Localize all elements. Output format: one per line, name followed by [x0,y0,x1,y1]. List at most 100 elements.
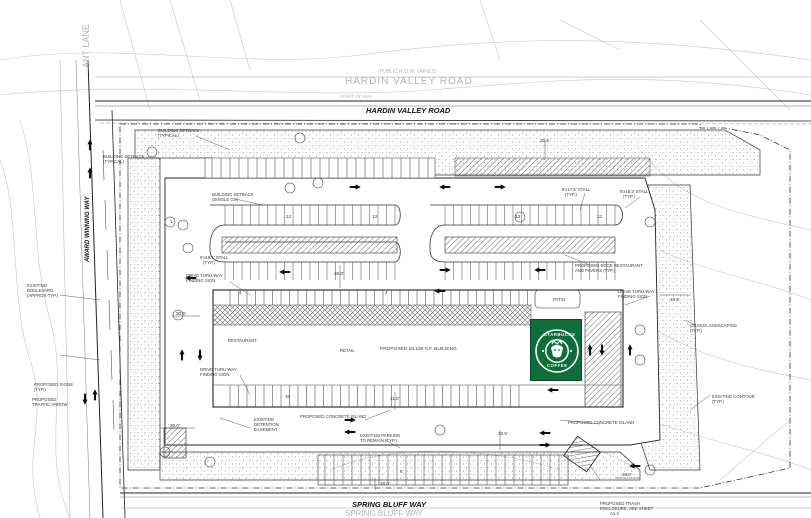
landscaping-note-sub: (TYP.) [690,328,702,333]
traffic-arrow-icon [87,167,93,179]
drive-thru-note-bottom: DRIVE THRU WAY [200,367,237,372]
hardin-valley-ghost-label: HARDIN VALLEY ROAD [345,76,473,87]
siren-emblem-icon [535,329,579,373]
tree-symbols [146,132,656,476]
traffic-arrow-icon [599,344,605,356]
proposed-traffic-note: PROPOSED [32,397,57,402]
building-setback-note-left: BUILDING SETBACK [103,154,145,159]
stall-lines-top [211,158,429,178]
tree-icon [159,446,171,458]
existing-parking-note-sub: TO REMAIN (TYP.) [360,438,397,443]
dim-30-0-left-low: 30.0' [170,423,180,428]
stall-note-b-sub: (TYP.) [623,194,635,199]
patio-area [534,289,581,309]
note-leader-lines [59,135,711,481]
drive-thru-note-left: DRIVE THRU WAY [186,273,223,278]
public-row-label: (PUBLIC R.O.W. VARIES) [378,69,437,75]
stall-count-2: 13 [372,214,378,219]
starbucks-logo: STARBUCKS COFFEE [530,319,582,381]
traffic-arrow-icon [547,387,559,393]
starbucks-bottom-text: COFFEE [547,363,568,368]
drive-thru-note-right: DRIVE THRU WAY [618,289,655,294]
traffic-arrow-icon [439,267,451,273]
concrete-island-note-right: PROPOSED CONCRETE ISLAND [568,420,635,425]
traffic-arrow-icon [539,442,551,448]
traffic-arrow-icon [494,184,506,190]
bottom-left-structure [163,427,187,459]
existing-boulevard-note-3: (APPROX-TYP.) [27,293,59,298]
hatched-island-right [444,236,616,254]
proposed-patio-note-sub: AND PAVERS (TYP.) [575,268,616,273]
trash-enclosure [563,435,601,473]
giant-lane-label: ANT LANE [81,24,91,68]
building-setback-note-mid: BUILDING SETBACK [212,192,254,197]
road-centerline-marks [102,149,115,431]
concrete-island-note-left: PROPOSED CONCRETE ISLAND [300,414,367,419]
landscaping-note: GRASS/LANDSCAPING [690,323,738,328]
existing-parking-bottom [317,454,569,486]
detention-note: EXISTING [254,417,275,422]
stall-count-4: 12 [597,214,603,219]
spring-bluff-way-lines [120,492,811,509]
traffic-arrow-icon [344,417,356,423]
parking-island-left [209,204,401,263]
award-winning-way-lines [59,59,126,518]
dim-28-0-bottom: 28.0' [380,481,390,486]
traffic-arrow-icon [344,429,356,435]
traffic-arrow-icon [534,267,546,273]
retail-label: RETAIL [340,348,355,353]
existing-boulevard-note: EXISTING [27,283,48,288]
tree-icon [644,216,656,228]
stall-note-c-sub: (TYP.) [203,260,215,265]
dim-30-5-top: 30.5' [540,138,550,143]
building-title: PROPOSED 18,125 S.F. BUILDING [380,347,457,352]
island-stall-lines [224,205,616,280]
traffic-arrow-icon [279,269,291,275]
traffic-arrow-icon [587,344,593,356]
proposed-signs-note-sub: (TYP.) [34,387,46,392]
stall-count-5: 4 [239,290,242,295]
tree-icon [294,132,306,144]
right-of-way-label: RIGHT-OF-WAY [340,94,373,99]
hardin-valley-road-label: HARDIN VALLEY ROAD [366,106,451,115]
dumpster-note-3: A1.2 [610,511,619,516]
stall-note-a: 9'x17.5' STALL [562,187,591,192]
proposed-traffic-note-sub: TRAFFIC ARROW [32,402,68,407]
tree-icon [284,182,296,194]
spring-bluff-way-label: SPRING BLUFF WAY [352,500,427,509]
building-sidewalk [212,304,532,326]
existing-contour-note-sub: (TYP.) [712,399,724,404]
proposed-signs-note: PROPOSED SIGNS [34,382,73,387]
tree-icon [204,456,216,468]
stall-count-8: 1 [170,219,173,224]
traffic-arrow-icon [539,430,551,436]
parking-stalls-top-row [204,157,651,179]
traffic-arrow-icon [185,275,197,281]
patio-label: PATIO [553,297,566,302]
stall-note-a-sub: (TYP.) [565,192,577,197]
traffic-arrow-icon [627,344,633,356]
tree-icon [634,324,646,336]
stall-note-c: 9'x18.5' STALL [200,255,229,260]
traffic-arrow-icon [439,184,451,190]
tree-icon [644,464,656,476]
building-front-stalls [229,290,528,407]
tree-icon [634,354,646,366]
detention-note-2: DETENTION [254,422,279,427]
spring-bluff-ghost-label: SPRING BLUFF WAY [345,509,423,518]
stall-count-3: 13 [515,214,521,219]
tree-icon [164,216,176,228]
dumpster-note: PROPOSED TRASH [600,501,641,506]
traffic-arrow-icon [92,389,98,401]
traffic-arrow-icon [87,139,93,151]
traffic-arrow-icon [197,349,203,361]
traffic-arrow-icon [179,349,185,361]
dimension-lines [160,140,690,490]
traffic-arrow-icon [349,184,361,190]
building-setback-note-top-sub: (TYPICAL) [158,133,179,138]
landscape-strip-bottom [159,451,641,481]
dim-28-0-right-low: 28.0' [622,472,632,477]
stall-note-b: 9'x18.5' STALL [620,189,649,194]
dumpster-note-2: ENCLOSURE, SEE SHEET [600,506,654,511]
